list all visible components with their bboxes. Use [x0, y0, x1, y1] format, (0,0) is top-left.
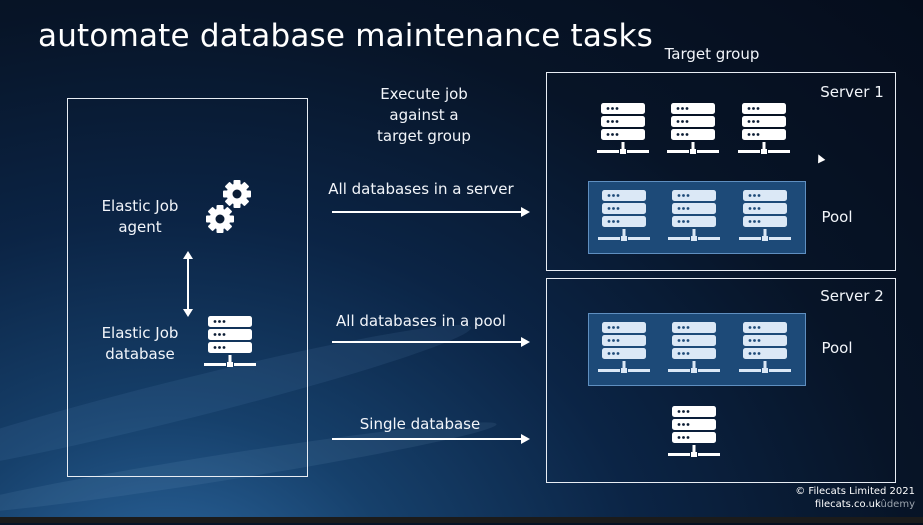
- server-icon: [737, 320, 793, 378]
- right-arrow-icon: [332, 434, 530, 444]
- arrow-down-head: [183, 309, 193, 317]
- gears-icon: [203, 176, 257, 238]
- target-group-label: Target group: [664, 45, 760, 63]
- udemy-watermark: ûdemy: [880, 499, 916, 510]
- right-arrow-icon: [332, 337, 530, 347]
- double-arrow-icon: [183, 251, 193, 317]
- server-icon: [665, 101, 721, 159]
- server2-box: [546, 278, 896, 483]
- server-icon: [596, 188, 652, 246]
- server1-box: [546, 72, 896, 271]
- site-text: filecats.co.uk: [814, 499, 881, 510]
- execute-job-label: Execute job against a target group: [377, 85, 471, 145]
- server-icon: [666, 188, 722, 246]
- server2-label: Server 2: [820, 287, 884, 305]
- server1-pool-label: Pool: [821, 208, 853, 226]
- slide-title: automate database maintenance tasks: [38, 18, 653, 54]
- agent-label: Elastic Job agent: [101, 197, 179, 236]
- site-footer: filecats.co.ukûdemy: [815, 499, 915, 510]
- server-icon: [666, 320, 722, 378]
- server-icon: [595, 101, 651, 159]
- server-icon: [737, 188, 793, 246]
- server-icon: [202, 314, 258, 372]
- server1-label: Server 1: [820, 83, 884, 101]
- arrow-label-pool: All databases in a pool: [336, 312, 506, 330]
- server-icon: [666, 404, 722, 462]
- arrow-label-server: All databases in a server: [328, 180, 514, 198]
- right-arrow-icon: [332, 207, 530, 217]
- server-icon: [736, 101, 792, 159]
- copyright-text: © Filecats Limited 2021: [795, 486, 915, 497]
- server2-pool-label: Pool: [821, 339, 853, 357]
- bottom-bar: [0, 517, 923, 523]
- arrow-label-single: Single database: [359, 415, 481, 433]
- elastic-job-box: [67, 98, 308, 477]
- jobdb-label: Elastic Job database: [101, 324, 179, 363]
- server-icon: [596, 320, 652, 378]
- arrow-up-head: [183, 251, 193, 259]
